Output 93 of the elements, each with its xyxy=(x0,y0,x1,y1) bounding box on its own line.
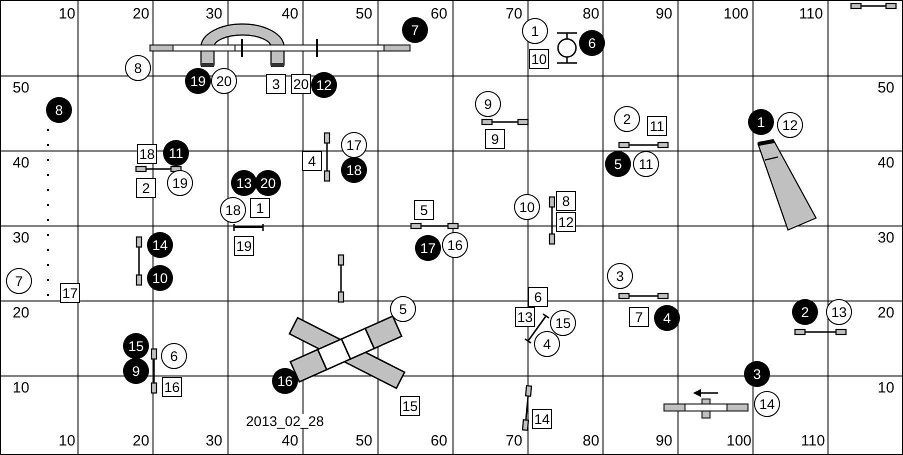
axis-tick-label: 80 xyxy=(582,6,600,22)
circled-number: 5 xyxy=(390,296,416,322)
boxed-number: 4 xyxy=(302,151,322,171)
circled-number: 13 xyxy=(826,299,852,325)
filled-circle-number: 13 xyxy=(231,170,257,196)
axis-tick-label: 20 xyxy=(132,6,150,22)
circled-number: 11 xyxy=(633,151,659,177)
axis-tick-label: 30 xyxy=(878,230,894,246)
circled-number: 7 xyxy=(6,268,32,294)
axis-tick-label: 110 xyxy=(799,6,823,22)
circled-number: 9 xyxy=(475,91,501,117)
axis-tick-label: 40 xyxy=(282,6,298,22)
date-label: 2013_02_28 xyxy=(244,414,326,428)
filled-circle-number: 5 xyxy=(605,151,631,177)
filled-circle-number: 12 xyxy=(311,72,337,98)
axis-tick-label: 10 xyxy=(58,434,76,448)
circled-number: 16 xyxy=(442,232,468,258)
axis-tick-label: 50 xyxy=(356,434,372,448)
circled-number: 10 xyxy=(514,194,540,220)
filled-circle-number: 3 xyxy=(744,361,770,387)
boxed-number: 11 xyxy=(647,116,667,136)
boxed-number: 16 xyxy=(162,377,182,397)
circled-number: 1 xyxy=(522,18,548,44)
axis-tick-label: 50 xyxy=(12,80,30,96)
boxed-number: 7 xyxy=(629,307,649,327)
boxed-number: 3 xyxy=(266,74,286,94)
boxed-number: 18 xyxy=(137,144,157,164)
axis-tick-label: 10 xyxy=(58,6,76,22)
filled-circle-number: 4 xyxy=(654,305,680,331)
boxed-number: 1 xyxy=(250,198,270,218)
circled-number: 8 xyxy=(125,55,151,81)
filled-circle-number: 18 xyxy=(341,157,367,183)
axis-tick-label: 40 xyxy=(282,434,298,448)
axis-tick-label: 70 xyxy=(506,434,522,448)
circled-number: 12 xyxy=(777,112,803,138)
boxed-number: 13 xyxy=(515,307,535,327)
circled-number: 2 xyxy=(614,106,640,132)
axis-tick-label: 90 xyxy=(656,434,672,448)
boxed-number: 2 xyxy=(136,178,156,198)
boxed-number: 17 xyxy=(60,283,80,303)
boxed-number: 14 xyxy=(532,409,552,429)
axis-tick-label: 50 xyxy=(356,6,372,22)
boxed-number: 5 xyxy=(414,200,434,220)
axis-tick-label: 20 xyxy=(12,306,30,320)
axis-tick-label: 20 xyxy=(132,434,150,448)
filled-circle-number: 10 xyxy=(147,265,173,291)
circled-number: 19 xyxy=(167,170,193,196)
axis-tick-label: 10 xyxy=(12,380,30,396)
circled-number: 20 xyxy=(211,68,237,94)
filled-circle-number: 20 xyxy=(255,170,281,196)
filled-circle-number: 19 xyxy=(185,68,211,94)
filled-circle-number: 1 xyxy=(748,109,774,135)
axis-tick-label: 40 xyxy=(12,156,30,170)
axis-tick-label: 100 xyxy=(726,434,752,448)
boxed-number: 19 xyxy=(234,236,254,256)
axis-tick-label: 10 xyxy=(878,380,894,396)
boxed-number: 9 xyxy=(485,129,505,149)
filled-circle-number: 7 xyxy=(402,17,428,43)
circled-number: 4 xyxy=(534,331,560,357)
axis-tick-label: 50 xyxy=(878,80,894,96)
circled-number: 17 xyxy=(341,132,367,158)
filled-circle-number: 15 xyxy=(123,333,149,359)
filled-circle-number: 14 xyxy=(147,232,173,258)
axis-tick-label: 80 xyxy=(582,434,600,448)
axis-tick-label: 70 xyxy=(506,6,522,22)
boxed-number: 15 xyxy=(400,396,420,416)
axis-tick-label: 30 xyxy=(206,6,222,22)
filled-circle-number: 6 xyxy=(579,30,605,56)
axis-tick-label: 110 xyxy=(801,434,825,448)
boxed-number: 20 xyxy=(291,74,311,94)
circled-number: 6 xyxy=(161,343,187,369)
boxed-number: 8 xyxy=(556,191,576,211)
axis-tick-label: 30 xyxy=(206,434,222,448)
boxed-number: 12 xyxy=(556,212,576,232)
filled-circle-number: 2 xyxy=(792,299,818,325)
axis-tick-label: 20 xyxy=(878,306,894,320)
filled-circle-number: 17 xyxy=(415,235,441,261)
axis-tick-label: 60 xyxy=(430,434,448,448)
filled-circle-number: 9 xyxy=(123,358,149,384)
axis-tick-label: 30 xyxy=(12,230,30,246)
filled-circle-number: 16 xyxy=(272,368,298,394)
axis-tick-label: 60 xyxy=(430,6,448,22)
axis-tick-label: 100 xyxy=(723,6,749,22)
circled-number: 14 xyxy=(754,391,780,417)
filled-circle-number: 11 xyxy=(163,140,189,166)
axis-tick-label: 90 xyxy=(656,6,672,22)
boxed-number: 6 xyxy=(528,287,548,307)
boxed-number: 10 xyxy=(529,49,549,69)
circled-number: 18 xyxy=(220,197,246,223)
circled-number: 15 xyxy=(550,310,576,336)
circled-number: 3 xyxy=(607,263,633,289)
axis-tick-label: 40 xyxy=(878,156,894,170)
filled-circle-number: 8 xyxy=(46,97,72,123)
